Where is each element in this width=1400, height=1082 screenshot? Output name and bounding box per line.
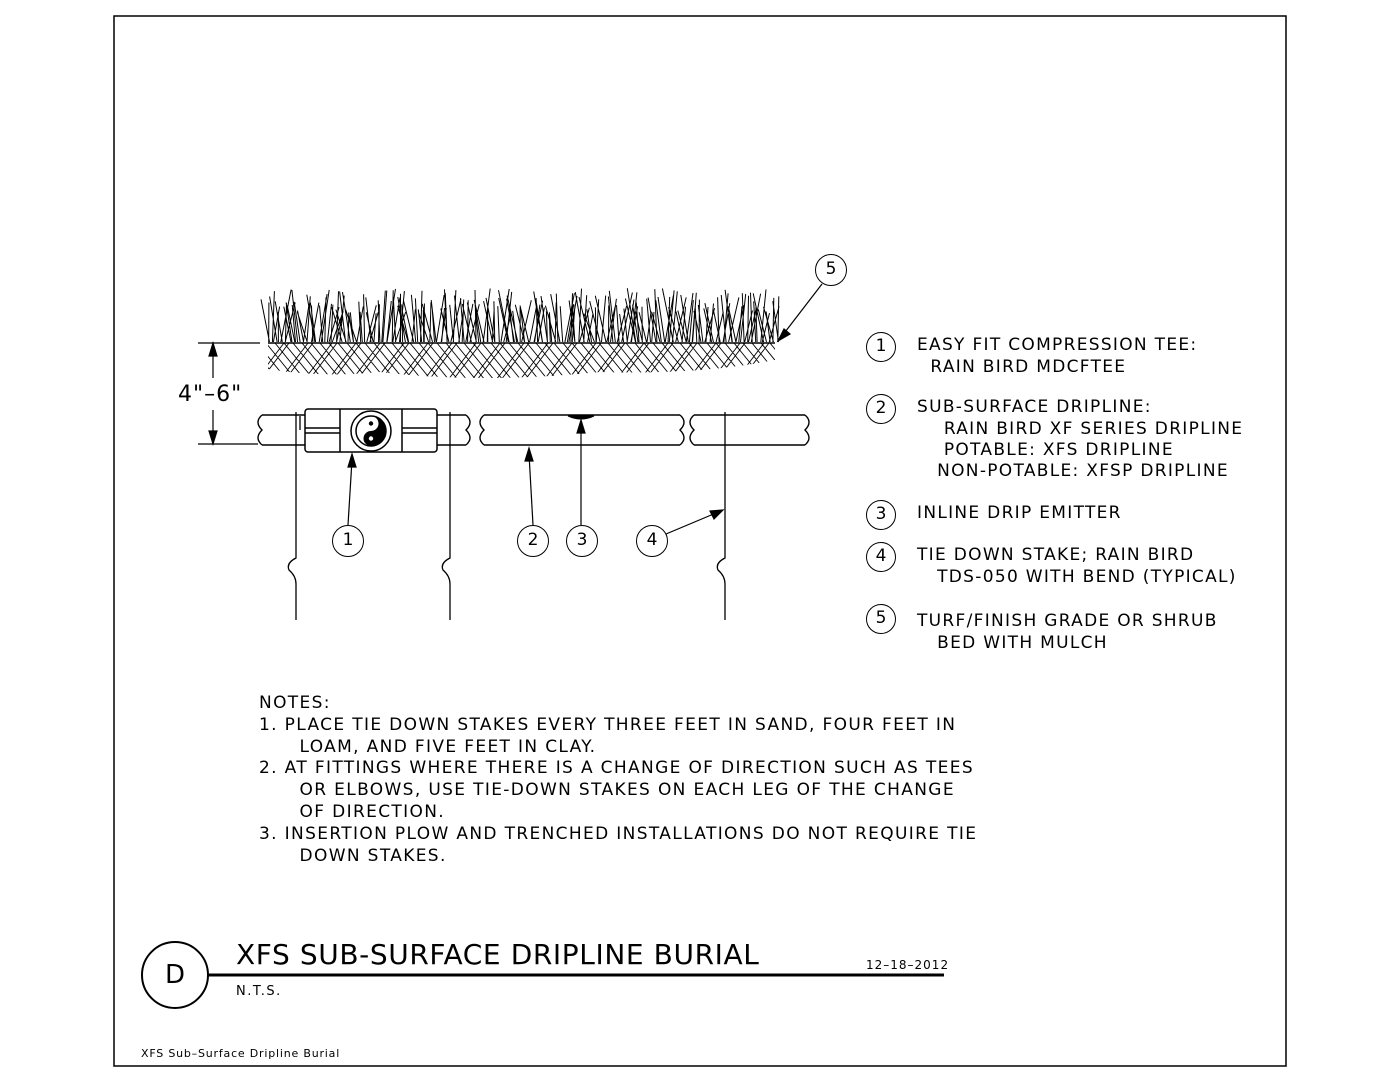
depth-dimension xyxy=(198,340,260,447)
legend-2-bubble: 2 xyxy=(866,394,896,424)
callout-4-bubble: 4 xyxy=(636,525,668,557)
callout-3-bubble: 3 xyxy=(566,525,598,557)
callout-2-bubble: 2 xyxy=(517,525,549,557)
detail-date: 12–18–2012 xyxy=(866,958,950,972)
sheet-border xyxy=(113,15,1287,1067)
legend-2-line-3: POTABLE: XFS DRIPLINE xyxy=(917,440,1174,460)
depth-dimension-label: 4"–6" xyxy=(178,382,243,407)
turf-grass xyxy=(260,288,780,343)
detail-letter-bubble: D xyxy=(141,941,209,1009)
inline-emitter xyxy=(567,415,595,420)
dripline-segment-2 xyxy=(479,414,685,446)
grass-blades xyxy=(260,288,780,343)
legend-4-line-1: TIE DOWN STAKE; RAIN BIRD xyxy=(917,545,1195,565)
detail-scale: N.T.S. xyxy=(236,984,282,999)
legend-5-bubble: 5 xyxy=(866,604,896,634)
legend-3-line-1: INLINE DRIP EMITTER xyxy=(917,503,1122,523)
callout-leaders xyxy=(347,283,823,535)
notes-heading: NOTES: xyxy=(259,693,331,713)
legend-3-bubble: 3 xyxy=(866,500,896,530)
legend-2-line-2: RAIN BIRD XF SERIES DRIPLINE xyxy=(917,419,1244,439)
compression-tee xyxy=(304,408,438,453)
legend-2-line-1: SUB-SURFACE DRIPLINE: xyxy=(917,397,1152,417)
legend-4-line-2: TDS-050 WITH BEND (TYPICAL) xyxy=(917,567,1237,587)
soil-hatch-lines xyxy=(268,343,775,378)
note-3: 3. INSERTION PLOW AND TRENCHED INSTALLAT… xyxy=(259,823,978,866)
soil-hatch xyxy=(268,343,775,378)
legend-1-line-2: RAIN BIRD MDCFTEE xyxy=(917,357,1127,377)
legend-1-bubble: 1 xyxy=(866,332,896,362)
callout-1-bubble: 1 xyxy=(332,525,364,557)
legend-5-line-1: TURF/FINISH GRADE OR SHRUB xyxy=(917,611,1218,631)
legend-4-bubble: 4 xyxy=(866,542,896,572)
detail-title: XFS SUB-SURFACE DRIPLINE BURIAL xyxy=(236,938,760,971)
legend-2-line-4: NON-POTABLE: XFSP DRIPLINE xyxy=(917,461,1229,481)
dripline-segment-3 xyxy=(689,414,810,446)
legend-5-line-2: BED WITH MULCH xyxy=(917,633,1108,653)
note-2: 2. AT FITTINGS WHERE THERE IS A CHANGE O… xyxy=(259,758,974,822)
sheet-caption: XFS Sub–Surface Dripline Burial xyxy=(141,1047,341,1060)
callout-5-bubble: 5 xyxy=(815,254,847,286)
note-1: 1. PLACE TIE DOWN STAKES EVERY THREE FEE… xyxy=(259,714,957,757)
legend-1-line-1: EASY FIT COMPRESSION TEE: xyxy=(917,335,1198,355)
tie-down-stakes xyxy=(287,412,726,620)
notes-block: NOTES:1. PLACE TIE DOWN STAKES EVERY THR… xyxy=(259,693,977,867)
